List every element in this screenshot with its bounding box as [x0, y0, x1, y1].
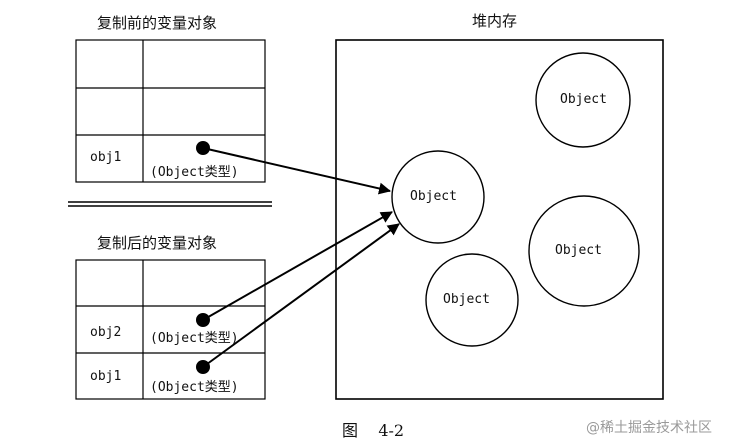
figure-caption: 图 4-2	[342, 421, 405, 440]
heap-object-label: Object	[410, 189, 457, 204]
pointer-before-obj1	[196, 141, 391, 195]
heap-object-circle	[535, 52, 631, 148]
separator-double-line	[68, 201, 272, 207]
heap-object-circle	[528, 195, 640, 307]
after-table	[75, 259, 266, 400]
after-table-title: 复制后的变量对象	[97, 234, 218, 252]
pointer-after-obj1	[196, 223, 400, 374]
heap-object-circle	[391, 150, 485, 244]
after-row-3-value: (Object类型)	[150, 380, 239, 395]
heap-box	[335, 39, 664, 400]
heap-object-label: Object	[555, 243, 602, 258]
after-row-2-value: (Object类型)	[150, 331, 239, 346]
before-row-3-name: obj1	[90, 150, 122, 165]
after-row-2-name: obj2	[90, 325, 122, 340]
heap-object-circle	[425, 253, 519, 347]
heap-title: 堆内存	[472, 12, 518, 30]
heap-object-label: Object	[443, 292, 490, 307]
before-table-title: 复制前的变量对象	[97, 14, 218, 32]
after-row-3-name: obj1	[90, 369, 122, 384]
pointer-after-obj2	[196, 211, 393, 327]
before-row-3-value: (Object类型)	[150, 165, 239, 180]
before-table	[75, 39, 266, 183]
heap-object-label: Object	[560, 92, 607, 107]
watermark: @稀土掘金技术社区	[586, 420, 712, 436]
